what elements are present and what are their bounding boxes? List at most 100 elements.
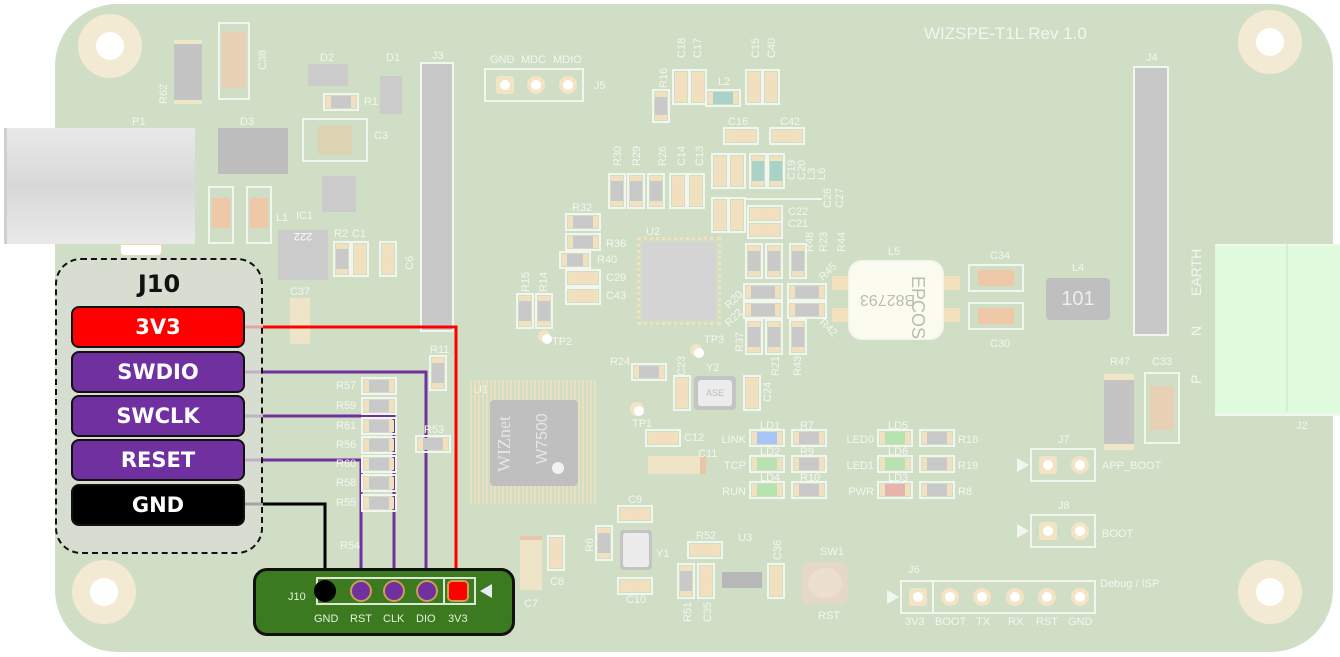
j2-label-p: P (1188, 374, 1204, 384)
ref-y1: Y1 (656, 548, 670, 560)
resistor-r48 (745, 243, 763, 279)
ref-c12: C12 (684, 432, 705, 444)
ref-c9: C9 (628, 494, 643, 506)
capacitor-c13 (687, 173, 705, 209)
ref-c30: C30 (990, 338, 1011, 350)
capacitor-c16 (723, 127, 759, 145)
l5-marking-2: B82793 (860, 291, 916, 308)
ref-j8: J8 (1058, 500, 1070, 512)
legend-pin-3v3: 3V3 (71, 306, 245, 348)
resistor-r61 (361, 417, 397, 435)
led-resistor (919, 455, 955, 473)
led-indicator (749, 455, 785, 473)
mounting-hole-bottom-left (72, 560, 136, 624)
ref-j7: J7 (1058, 434, 1070, 446)
ref-r40: R40 (597, 254, 618, 266)
pad-l5-4 (940, 308, 960, 322)
ref-tp1: TP1 (632, 418, 653, 430)
sw1-label: RST (818, 610, 840, 622)
capacitor-c8 (547, 535, 565, 571)
capacitor-c11 (648, 456, 706, 474)
ref-c37: C37 (290, 286, 311, 298)
j10-label-3v3: 3V3 (448, 613, 468, 625)
header-j5 (484, 68, 584, 102)
ref-sw1: SW1 (820, 546, 844, 558)
resistor-r36 (565, 233, 601, 251)
j6-pin-6 (1071, 588, 1089, 606)
j10-pin-clk (383, 580, 405, 602)
header-j8 (1030, 514, 1096, 548)
resistor-r16 (652, 89, 670, 123)
inductor-l1a (208, 186, 234, 244)
regulator-chip: 222 (278, 230, 328, 280)
legend-pin-gnd: GND (71, 484, 245, 526)
ref-l5: L5 (888, 246, 901, 258)
ref-r2: R2 (334, 228, 349, 240)
j6-pin-label-tx: TX (976, 616, 991, 628)
resistor-r29 (627, 173, 645, 209)
ic1-chip (322, 176, 356, 212)
j5-pin-label-mdc: MDC (521, 54, 547, 66)
resistor-r6 (595, 525, 613, 561)
legend-pin-swdio: SWDIO (71, 351, 245, 393)
ref-c33: C33 (1152, 356, 1173, 368)
ref-r16: R16 (658, 67, 670, 88)
j10-label-dio: DIO (416, 613, 436, 625)
inductor-l3 (749, 153, 767, 189)
ref-r11: R11 (430, 344, 450, 356)
capacitor-c18 (672, 69, 690, 105)
j7-pin1-marker (1017, 458, 1029, 472)
led-resistor (919, 429, 955, 447)
j6-pin-2 (941, 588, 959, 606)
ref-c38: C38 (257, 49, 269, 70)
ref-c13: C13 (694, 145, 706, 166)
ref-r43: R43 (792, 355, 804, 376)
ref-c26: C26 (822, 187, 834, 208)
capacitor-c33 (1144, 372, 1180, 444)
ref-r60: R60 (336, 458, 357, 470)
led-label: LED0 (846, 434, 874, 446)
reset-button-sw1[interactable] (802, 562, 848, 604)
ref-c11: C11 (698, 448, 718, 460)
board-title: WIZSPE-T1L Rev 1.0 (924, 24, 1087, 43)
ref-c40: C40 (766, 37, 778, 58)
capacitor-c14 (669, 173, 687, 209)
capacitor-c1 (351, 241, 369, 277)
led-label: RUN (722, 486, 746, 498)
u1-marking-w7500: W7500 (534, 413, 551, 464)
inductor-l1b (246, 186, 272, 244)
resistor-r22b (787, 301, 827, 319)
testpoint-tp3 (690, 344, 704, 358)
resistor-r55 (361, 494, 397, 512)
j8-pin-2 (1071, 522, 1089, 540)
ref-j10: J10 (288, 591, 306, 603)
led-ref: LD1 (760, 420, 781, 432)
capacitor-c35 (697, 563, 715, 599)
ref-c29: C29 (606, 272, 627, 284)
resistor-r57 (361, 377, 397, 395)
capacitor-c12 (645, 429, 681, 447)
j10-pin-dio (416, 580, 438, 602)
ref-c35: C35 (702, 601, 714, 622)
capacitor-c15 (745, 69, 763, 105)
resistor-r26 (647, 173, 665, 209)
j5-pin-3 (559, 76, 577, 94)
ref-c15: C15 (750, 37, 762, 58)
crystal-y2: ASE (694, 376, 736, 410)
ref-r56: R56 (336, 439, 357, 451)
ref-r44: R44 (836, 231, 848, 252)
leader-line (744, 198, 822, 200)
j7-pin-2 (1071, 456, 1089, 474)
resistor-r2 (333, 241, 351, 277)
j10-pin1-marker (480, 584, 492, 598)
ref-l4: L4 (1072, 262, 1085, 274)
ref-j5: J5 (594, 80, 606, 92)
j7-pin-1 (1039, 456, 1057, 474)
ref-r47: R47 (1110, 356, 1131, 368)
led-resistor (791, 481, 827, 499)
resistor-r11 (429, 355, 447, 391)
header-j3 (420, 62, 454, 332)
ref-u3: U3 (738, 532, 753, 544)
j5-pin-label-gnd: GND (490, 54, 515, 66)
j5-pin-label-mdio: MDIO (553, 54, 582, 66)
